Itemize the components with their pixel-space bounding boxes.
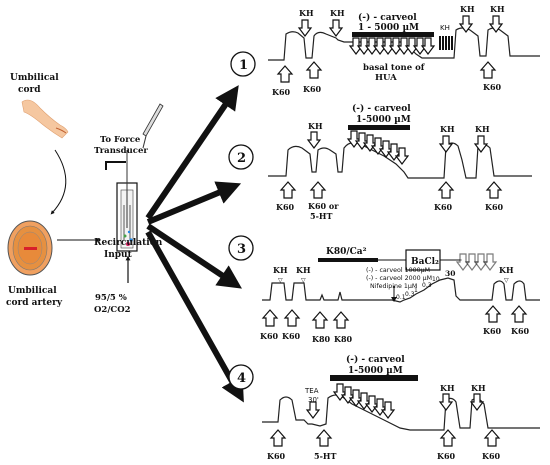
- panel-3-kh-3: KH: [499, 265, 514, 275]
- panel-3-trace: [262, 277, 540, 303]
- panel-2-kh-2: KH: [440, 124, 455, 134]
- panel-2-number: 2: [237, 151, 246, 166]
- panel-1-note-1: basal tone of: [363, 63, 426, 73]
- panel-2-k-3: 5-HT: [310, 211, 332, 221]
- panel-1-kh-2: KH: [330, 8, 345, 18]
- panel-3-k80ca-bar: [318, 258, 378, 262]
- panel-4: 4 (-) - carveol 1-5000 µM TEA 30' KH KH …: [228, 354, 540, 461]
- svg-text:▽: ▽: [278, 277, 283, 284]
- panel-1-k-1: K60: [272, 87, 291, 97]
- panel-1-kh-1: KH: [299, 8, 314, 18]
- panel-4-number-circle: [228, 364, 254, 390]
- force-transducer-label-1: To Force: [100, 135, 141, 145]
- panel-2-number-circle: [228, 144, 254, 170]
- panel-4-kh-2: KH: [471, 383, 486, 393]
- umbilical-cord-label-2: cord: [18, 85, 41, 95]
- panel-3-dashed-arrows: [456, 253, 497, 271]
- panel-1-dose-arrows: [349, 37, 435, 55]
- organ-bath: To Force Transducer Recirculation Input …: [94, 103, 164, 315]
- panel-3-dose-4: 0.3: [422, 282, 432, 289]
- panel-4-kh-1: KH: [440, 383, 455, 393]
- umbilical-cord-label-1: Umbilical: [10, 73, 59, 83]
- panel-2-kh-1: KH: [308, 121, 323, 131]
- panel-1-kh-3: KH: [440, 24, 450, 32]
- panel-2-title: (-) - carveol: [352, 103, 411, 114]
- transducer-icon: [142, 103, 164, 137]
- panel-3: 3 K80/Ca² BaCl₂ (-) - carveol 1000µM (-)…: [228, 235, 540, 344]
- gas-label-1: 95/5 %: [95, 293, 127, 303]
- panel-3-bacl: BaCl₂: [411, 257, 439, 267]
- panel-3-k-2: K60: [282, 331, 301, 341]
- panel-3-dose-2: 0.3: [405, 291, 415, 298]
- panel-1-carveol-bar: [352, 32, 434, 37]
- panel-1-kh-dense: [439, 36, 453, 50]
- panel-4-k-3: K60: [437, 451, 456, 461]
- panel-4-tea: TEA: [304, 387, 319, 395]
- panel-2-carveol-bar: [348, 125, 410, 130]
- svg-text:▽: ▽: [301, 277, 306, 284]
- panel-3-dose-5: 10: [432, 276, 440, 283]
- panel-3-kh-1: KH: [273, 265, 288, 275]
- panel-3-carveol2000: (-) - carveol 2000 µM: [366, 275, 432, 282]
- panel-2-conc: 1-5000 µM: [356, 115, 411, 125]
- panel-2-kh-3: KH: [475, 124, 490, 134]
- panel-3-k-5: K60: [483, 326, 502, 336]
- panel-1-note-2: HUA: [375, 73, 397, 83]
- panel-1-number: 1: [239, 58, 248, 73]
- panel-4-number: 4: [237, 371, 246, 386]
- panel-1: 1 (-) - carveol 1 - 5000 µM basal tone o…: [230, 4, 540, 97]
- panel-2-k-1: K60: [276, 202, 295, 212]
- panel-3-k-6: K60: [511, 326, 530, 336]
- umbilical-artery-label-2: cord artery: [6, 298, 63, 308]
- panel-4-k-4: K60: [482, 451, 501, 461]
- panel-3-kh-2: KH: [296, 265, 311, 275]
- panel-4-k-1: K60: [267, 451, 286, 461]
- panel-3-dose-6: 30: [445, 269, 455, 278]
- force-transducer-label-2: Transducer: [94, 146, 148, 156]
- panel-1-conc: 1 - 5000 µM: [358, 23, 419, 33]
- panel-4-conc: 1-5000 µM: [348, 366, 403, 376]
- panel-2-k-5: K60: [485, 202, 504, 212]
- panel-2-k-4: K60: [434, 202, 453, 212]
- panel-4-k-2: 5-HT: [314, 451, 336, 461]
- cord-to-artery-arrow: [50, 149, 67, 215]
- panel-4-carveol-bar: [330, 375, 418, 381]
- umbilical-cord-group: Umbilical cord Umbilical cord artery: [6, 73, 100, 308]
- umbilical-artery-label-1: Umbilical: [8, 286, 57, 296]
- panel-1-kh-4: KH: [460, 4, 475, 14]
- umbilical-cord-image: [21, 99, 69, 139]
- svg-text:▽: ▽: [504, 277, 509, 284]
- panel-3-dose-1: 0.1: [396, 294, 406, 301]
- panel-3-number: 3: [237, 242, 246, 257]
- panel-2-dose-arrows: [347, 130, 409, 165]
- panel-4-dose-arrows: [333, 383, 395, 419]
- panel-4-title: (-) - carveol: [346, 354, 405, 365]
- panel-3-carveol1000: (-) - carveol 1000µM: [366, 267, 430, 274]
- panel-1-number-circle: [230, 51, 256, 77]
- fan-arrows: [145, 85, 244, 403]
- panel-3-number-circle: [228, 235, 254, 261]
- panel-2: 2 (-) - carveol 1-5000 µM KH KH KH K60 K…: [228, 103, 532, 221]
- panel-1-kh-5: KH: [490, 4, 505, 14]
- recirculation-label-2: Input: [104, 250, 133, 260]
- panel-3-k-3: K80: [312, 334, 331, 344]
- panel-1-k-2: K60: [303, 84, 322, 94]
- panel-3-k-4: K80: [334, 334, 353, 344]
- panel-2-k-2: K60 or: [308, 201, 339, 211]
- gas-label-2: O2/CO2: [94, 305, 131, 315]
- panel-1-title: (-) - carveol: [358, 12, 417, 23]
- panel-4-tea-time: 30': [308, 396, 319, 404]
- umbilical-artery-image: [7, 220, 53, 276]
- panel-3-k-1: K60: [260, 331, 279, 341]
- panel-4-trace: [262, 394, 540, 431]
- panel-3-dose-3: 1: [414, 287, 418, 294]
- panel-3-k80ca: K80/Ca²: [326, 247, 367, 257]
- panel-1-k-3: K60: [483, 82, 502, 92]
- recirculation-label-1: Recirculation: [94, 238, 163, 248]
